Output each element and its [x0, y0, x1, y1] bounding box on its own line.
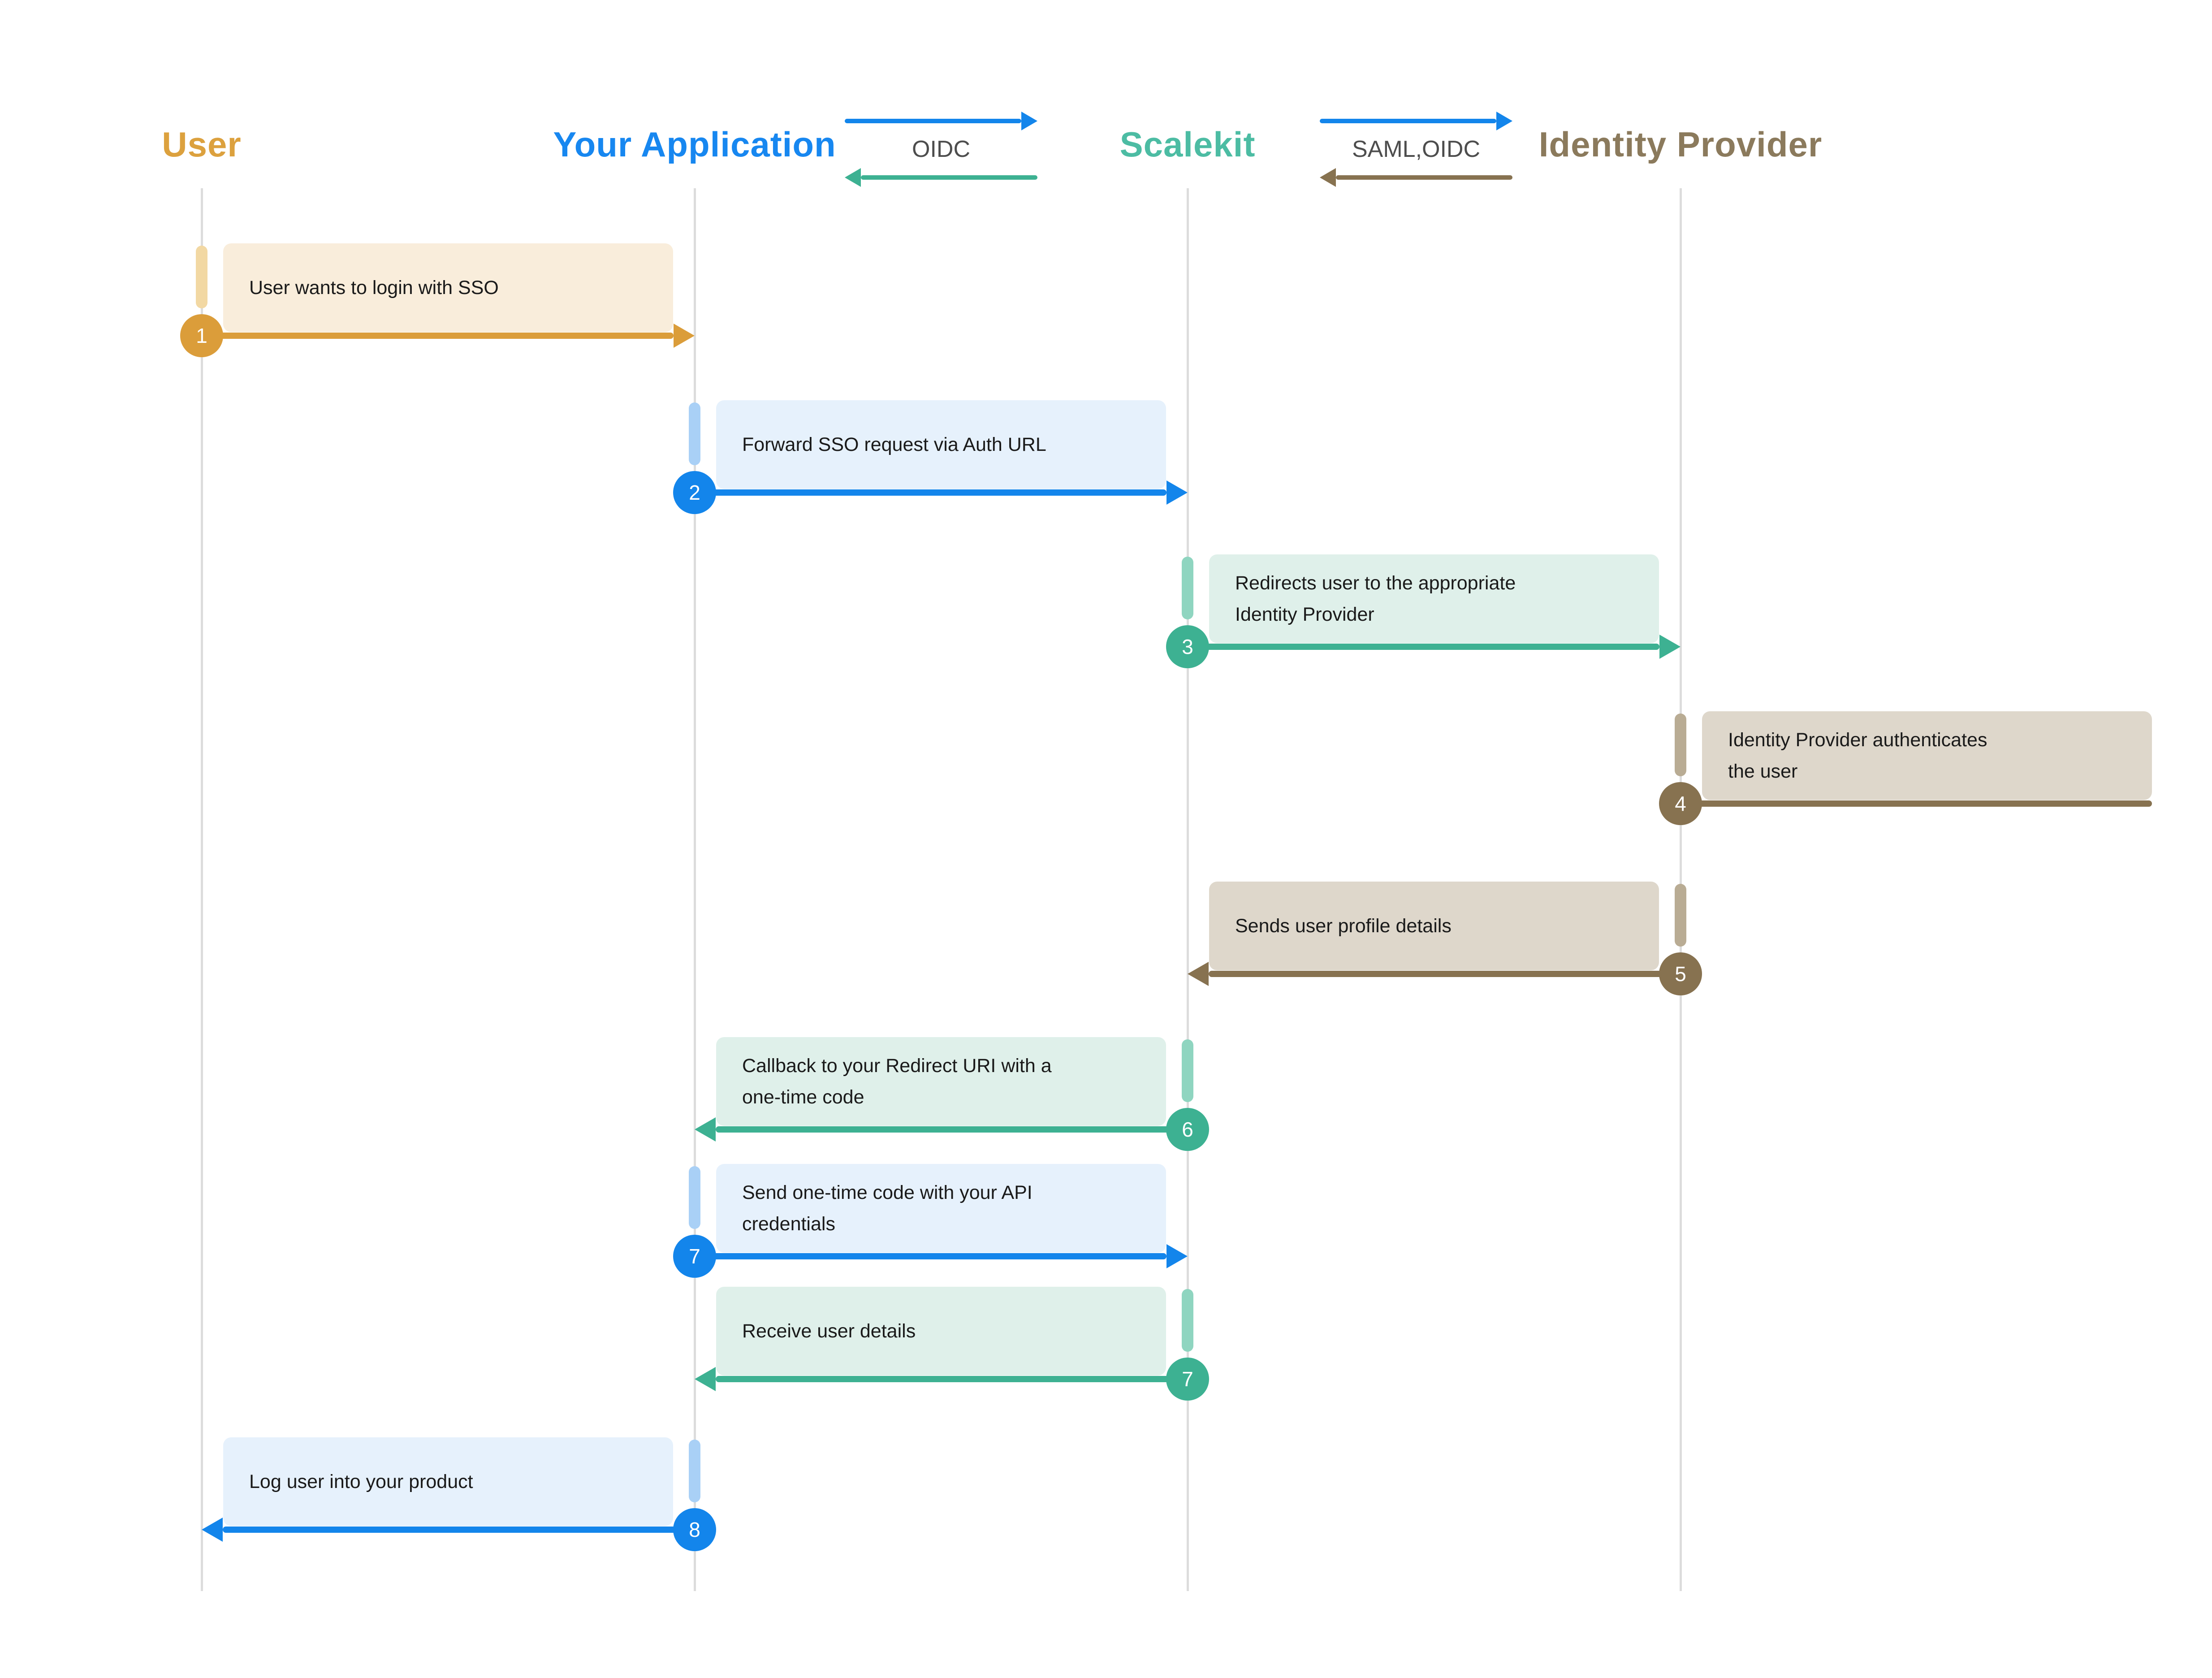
message-line: Redirects user to the appropriate — [1235, 572, 1516, 594]
arrowhead-left-icon — [845, 168, 861, 187]
arrow-line — [716, 1126, 1188, 1133]
saml-oidc-back-arrow — [1320, 168, 1512, 187]
activation-bar — [1182, 1289, 1193, 1352]
step-5-message-box: Sends user profile details — [1209, 882, 1659, 970]
message-line: Log user into your product — [249, 1471, 473, 1492]
arrowhead-left-icon — [695, 1367, 716, 1391]
step-7-arrow — [695, 1244, 1188, 1269]
activation-bar — [689, 402, 700, 465]
step-3-arrow — [1188, 634, 1681, 659]
step-2-message-box: Forward SSO request via Auth URL — [716, 400, 1166, 489]
step-7b-message-box: Receive user details — [716, 1287, 1166, 1375]
step-3-badge: 3 — [1166, 625, 1209, 668]
arrowhead-right-icon — [1166, 480, 1188, 505]
arrowhead-right-icon — [1496, 112, 1512, 130]
message-line: Callback to your Redirect URI with a — [742, 1055, 1052, 1077]
step-8-message-box: Log user into your product — [223, 1437, 673, 1526]
step-8-arrow — [202, 1517, 695, 1542]
saml-oidc-forward-arrow — [1320, 111, 1512, 131]
step-6-badge: 6 — [1166, 1108, 1209, 1151]
step-7b-arrow — [695, 1367, 1188, 1392]
activation-bar — [1182, 557, 1193, 619]
lifeline-user — [201, 188, 203, 1591]
step-6-arrow — [695, 1117, 1188, 1142]
actor-label-identity-provider: Identity Provider — [1538, 125, 1823, 164]
message-line: the user — [1728, 761, 1798, 782]
step-7-message-box: Send one-time code with your API credent… — [716, 1164, 1166, 1253]
activation-bar — [689, 1440, 700, 1502]
arrow-line — [695, 489, 1166, 496]
step-1-arrow — [202, 323, 695, 348]
arrowhead-right-icon — [1166, 1244, 1188, 1268]
arrow-line — [695, 1253, 1166, 1259]
arrow-line — [1188, 644, 1659, 650]
arrow-line — [1320, 119, 1496, 123]
arrow-line — [1209, 971, 1681, 977]
arrowhead-right-icon — [1021, 112, 1037, 130]
step-6-message-box: Callback to your Redirect URI with a one… — [716, 1037, 1166, 1126]
protocol-label-oidc: OIDC — [912, 136, 970, 162]
step-2-arrow — [695, 480, 1188, 505]
arrow-line — [861, 175, 1037, 180]
activation-bar — [689, 1166, 700, 1229]
arrow-line — [716, 1376, 1188, 1382]
activation-bar — [1182, 1039, 1193, 1102]
message-line: Receive user details — [742, 1320, 916, 1342]
arrowhead-right-icon — [1659, 635, 1681, 659]
oidc-forward-arrow — [845, 111, 1037, 131]
step-7b-badge: 7 — [1166, 1358, 1209, 1401]
arrowhead-left-icon — [1320, 168, 1336, 187]
message-line: Identity Provider authenticates — [1728, 729, 1987, 751]
step-1-badge: 1 — [180, 314, 223, 357]
arrowhead-left-icon — [202, 1518, 223, 1542]
activation-bar — [1675, 884, 1686, 947]
message-line: Forward SSO request via Auth URL — [742, 434, 1046, 455]
lifeline-scalekit — [1187, 188, 1189, 1591]
actor-label-your-application: Your Application — [553, 125, 836, 164]
arrowhead-left-icon — [695, 1117, 716, 1142]
message-line: one-time code — [742, 1086, 864, 1108]
step-4-message-box: Identity Provider authenticates the user — [1702, 711, 2152, 800]
step-5-badge: 5 — [1659, 952, 1702, 995]
step-5-arrow — [1188, 961, 1681, 986]
message-line: User wants to login with SSO — [249, 277, 499, 298]
step-7-badge: 7 — [673, 1235, 716, 1278]
activation-bar — [196, 246, 207, 308]
arrowhead-right-icon — [674, 324, 695, 348]
message-line: credentials — [742, 1213, 835, 1235]
step-8-badge: 8 — [673, 1508, 716, 1551]
protocol-label-saml-oidc: SAML,OIDC — [1352, 136, 1481, 162]
arrow-line — [223, 1527, 695, 1533]
activation-bar — [1675, 714, 1686, 776]
step-3-message-box: Redirects user to the appropriate Identi… — [1209, 554, 1659, 643]
message-line: Identity Provider — [1235, 604, 1374, 625]
arrowhead-left-icon — [1188, 962, 1209, 986]
message-line: Send one-time code with your API — [742, 1182, 1033, 1203]
step-4-badge: 4 — [1659, 782, 1702, 825]
lifeline-your-application — [694, 188, 696, 1591]
arrow-line — [845, 119, 1021, 123]
arrow-line — [1336, 175, 1512, 180]
arrow-line — [202, 333, 674, 339]
actor-label-scalekit: Scalekit — [1119, 125, 1256, 164]
step-2-badge: 2 — [673, 471, 716, 514]
message-line: Sends user profile details — [1235, 915, 1452, 937]
oidc-back-arrow — [845, 168, 1037, 187]
step-1-message-box: User wants to login with SSO — [223, 243, 673, 332]
actor-label-user: User — [162, 125, 242, 164]
step-4-self-line — [1681, 800, 2152, 807]
